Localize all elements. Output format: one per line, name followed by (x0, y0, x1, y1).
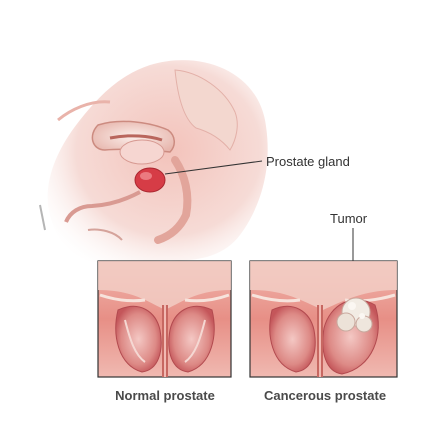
normal-prostate-panel (97, 260, 232, 378)
cancerous-prostate-panel (249, 260, 398, 378)
tumor-label: Tumor (330, 211, 368, 226)
normal-prostate-caption: Normal prostate (115, 388, 215, 403)
torso-illustration (39, 60, 268, 263)
prostate-pointer-line (164, 160, 263, 175)
tumor-mass (336, 297, 373, 333)
prostate-gland-label: Prostate gland (266, 154, 350, 169)
cancerous-prostate-caption: Cancerous prostate (263, 388, 387, 403)
